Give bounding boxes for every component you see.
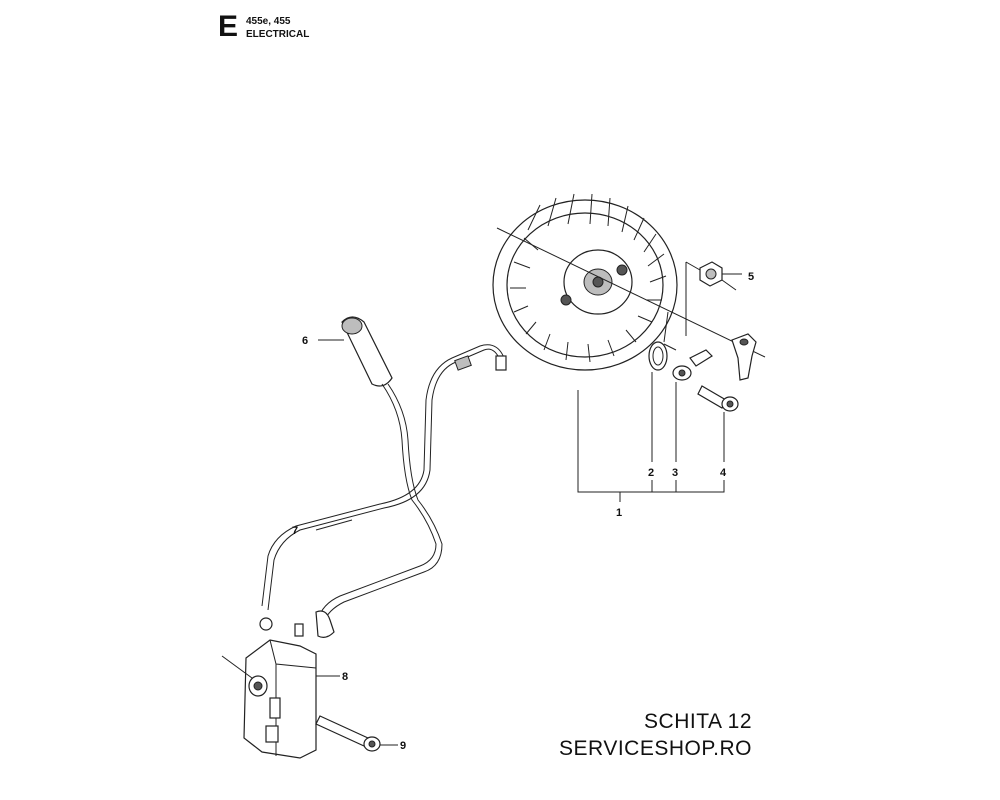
callout-8: 8 <box>342 671 348 683</box>
starter-pawl <box>672 349 713 381</box>
ignition-wire <box>259 344 507 637</box>
flywheel <box>492 193 678 371</box>
pawl-arm <box>731 333 757 381</box>
ignition-module <box>243 610 335 759</box>
callout-9: 9 <box>400 740 406 752</box>
section-title: ELECTRICAL <box>246 29 310 40</box>
section-letter: E <box>218 10 239 43</box>
callout-3: 3 <box>672 467 678 479</box>
callout-4: 4 <box>720 467 727 479</box>
sheet-label: SCHITA 12 <box>644 710 752 733</box>
pawl-screw <box>697 385 739 412</box>
callout-1: 1 <box>616 507 622 519</box>
module-screw <box>315 715 381 752</box>
starter-spring <box>648 311 677 371</box>
flywheel-nut <box>699 261 723 287</box>
site-label: SERVICESHOP.RO <box>559 737 752 760</box>
callout-5: 5 <box>748 271 754 283</box>
callout-7: 7 <box>292 525 298 537</box>
callout-2: 2 <box>648 467 654 479</box>
spark-plug-cap <box>341 316 393 387</box>
model-list: 455e, 455 <box>246 16 291 27</box>
callout-6: 6 <box>302 335 308 347</box>
